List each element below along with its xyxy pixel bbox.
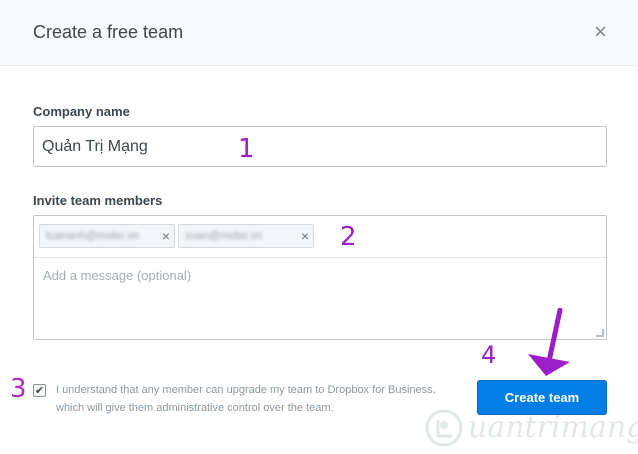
company-name-input[interactable] <box>33 126 607 167</box>
remove-chip-icon[interactable]: × <box>161 228 170 244</box>
close-icon[interactable]: × <box>594 19 607 44</box>
agree-checkbox[interactable]: ✔ <box>33 384 46 397</box>
annotation-number: 4 <box>481 341 497 369</box>
create-team-button[interactable]: Create team <box>477 380 607 415</box>
annotation-number: 2 <box>340 222 357 252</box>
watermark-text: uantrimang <box>468 410 638 445</box>
watermark: uantrimang <box>424 404 638 454</box>
invite-chip-email: xuan@mobo.vn <box>185 230 263 242</box>
resize-handle-icon[interactable] <box>596 329 604 337</box>
company-name-label: Company name <box>33 104 130 119</box>
invite-chip-email: tuananh@mobo.vn <box>46 230 140 242</box>
dialog-title: Create a free team <box>33 22 184 42</box>
invite-message-textarea[interactable] <box>34 259 606 339</box>
arrow-down-icon <box>528 308 570 376</box>
invite-chips-row[interactable]: tuananh@mobo.vn × xuan@mobo.vn × <box>34 216 606 258</box>
remove-chip-icon[interactable]: × <box>300 228 309 244</box>
annotation-number: 1 <box>238 134 255 164</box>
invite-chip: xuan@mobo.vn × <box>178 224 314 248</box>
agree-text: I understand that any member can upgrade… <box>56 384 436 414</box>
dialog-header: Create a free team × <box>0 0 638 66</box>
annotation-number: 3 <box>10 374 27 404</box>
invite-members-box[interactable]: tuananh@mobo.vn × xuan@mobo.vn × <box>33 215 607 340</box>
invite-members-label: Invite team members <box>33 193 163 208</box>
invite-chip: tuananh@mobo.vn × <box>39 224 175 248</box>
quantrimang-logo-icon <box>425 409 463 447</box>
